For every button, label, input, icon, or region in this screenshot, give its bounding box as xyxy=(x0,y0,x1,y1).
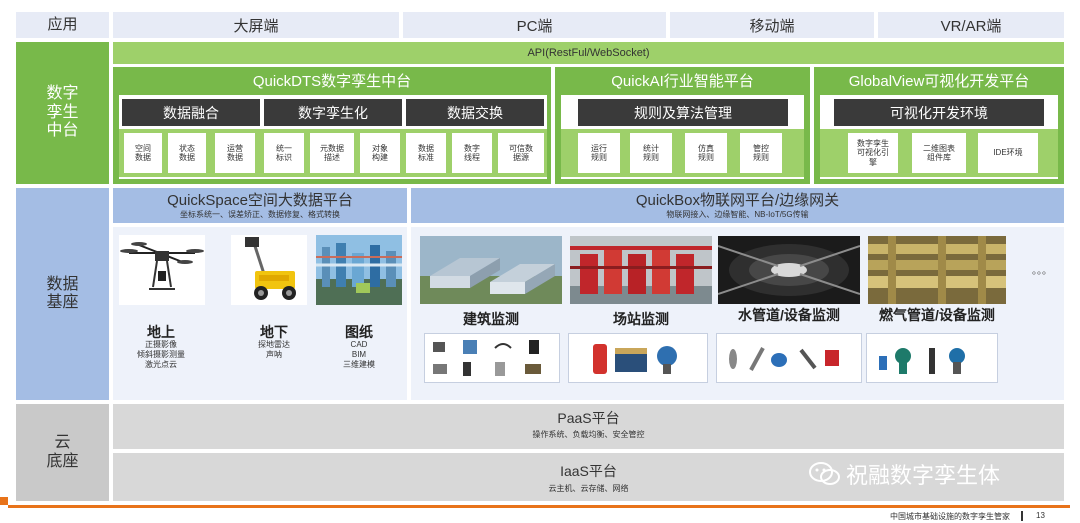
layer-label-cloud-base: 云 底座 xyxy=(16,404,109,501)
item-operation-data: 运营 数据 xyxy=(215,133,255,173)
footer-text: 中国城市基础设施的数字孪生管家 xyxy=(890,512,1010,521)
quickbox-item-building: 建筑监测 xyxy=(463,311,519,327)
footer-line xyxy=(8,505,1070,508)
quickbox-item-station: 场站监测 xyxy=(613,311,669,327)
quickspace-col-above-ground-title: 地上 xyxy=(147,324,175,340)
paas-subtitle: 操作系统、负载均衡、安全管控 xyxy=(532,429,645,439)
app-vr-ar: VR/AR端 xyxy=(878,12,1064,38)
more-ellipsis: 。。。 xyxy=(1032,266,1052,277)
layer-label-cloud-base-text: 云 底座 xyxy=(46,434,79,470)
item-trusted-source: 可信数 据源 xyxy=(498,133,544,173)
quickai-title: QuickAI行业智能平台 xyxy=(611,72,754,90)
gas-pipe-image xyxy=(868,236,1006,304)
quickspace-subtitle: 坐标系统一、误差矫正、数据修复、格式转换 xyxy=(180,209,340,219)
quickbox-title: QuickBox物联网平台/边缘网关 xyxy=(635,191,840,209)
quickspace-col-underground-desc: 探地雷达 声呐 xyxy=(258,340,290,359)
item-stat-rule: 统计 规则 xyxy=(630,133,672,173)
quickbox-subtitle: 物联网接入、边缘智能、NB-IoT/5G传输 xyxy=(666,209,809,219)
app-large-screen: 大屏端 xyxy=(113,12,399,38)
quickspace-title: QuickSpace空间大数据平台 xyxy=(167,191,353,209)
item-metadata-desc: 元数据 描述 xyxy=(310,133,354,173)
watermark-text: 祝融数字孪生体 xyxy=(846,463,1001,488)
quickspace-col-drawings-desc: CAD BIM 三维建模 xyxy=(343,340,375,369)
quickai-bar: 规则及算法管理 xyxy=(578,99,788,126)
water-pipe-image xyxy=(718,236,860,304)
item-digital-thread: 数字 线程 xyxy=(452,133,492,173)
layer-label-app: 应用 xyxy=(16,12,109,38)
paas-title: PaaS平台 xyxy=(557,410,620,426)
layer-label-app-text: 应用 xyxy=(47,16,78,34)
layer-label-twin-platform: 数字 孪生 中台 xyxy=(16,42,109,184)
item-run-rule: 运行 规则 xyxy=(578,133,620,173)
quickspace-col-above-ground-desc: 正摄影像 倾斜摄影测量 激光点云 xyxy=(137,340,185,369)
iaas-block xyxy=(113,453,1064,501)
footer-divider xyxy=(1021,511,1023,521)
paas-block xyxy=(113,404,1064,449)
iaas-subtitle: 云主机、云存储、网络 xyxy=(548,483,629,493)
station-image xyxy=(570,236,712,304)
bim-drawing-image xyxy=(316,235,402,305)
wechat-icon xyxy=(808,461,842,487)
quickbox-header xyxy=(411,188,1064,223)
station-sensors-box xyxy=(568,333,708,383)
item-unified-id: 统一 标识 xyxy=(264,133,304,173)
iaas-title: IaaS平台 xyxy=(560,463,617,479)
item-sim-rule: 仿真 规则 xyxy=(685,133,727,173)
layer-label-data-base: 数据 基座 xyxy=(16,188,109,400)
quickbox-item-water: 水管道/设备监测 xyxy=(738,307,840,323)
quickspace-col-underground-title: 地下 xyxy=(260,324,288,340)
item-spatial-data: 空间 数据 xyxy=(124,133,162,173)
quickdts-group-data-fusion: 数据融合 xyxy=(122,99,260,126)
item-data-standard: 数据 标准 xyxy=(406,133,446,173)
footer-orange-square xyxy=(0,497,8,505)
watermark: 祝融数字孪生体 xyxy=(808,458,1058,490)
ground-radar-image xyxy=(231,235,307,305)
quickdts-group-data-exchange: 数据交换 xyxy=(406,99,544,126)
app-mobile: 移动端 xyxy=(670,12,874,38)
item-status-data: 状态 数据 xyxy=(168,133,206,173)
api-bar: API(RestFul/WebSocket) xyxy=(113,42,1064,64)
globalview-title: GlobalView可视化开发平台 xyxy=(848,72,1030,90)
item-twin-engine: 数字孪生 可视化引 擎 xyxy=(848,133,898,173)
globalview-bar: 可视化开发环境 xyxy=(834,99,1044,126)
water-sensors-box xyxy=(716,333,862,383)
drone-image xyxy=(119,235,205,305)
item-control-rule: 管控 规则 xyxy=(740,133,782,173)
app-pc: PC端 xyxy=(403,12,666,38)
item-object-build: 对象 构建 xyxy=(360,133,400,173)
quickspace-col-drawings-title: 图纸 xyxy=(345,324,373,340)
building-sensors-box xyxy=(424,333,560,383)
quickdts-group-twinning: 数字孪生化 xyxy=(264,99,402,126)
gas-sensors-box xyxy=(866,333,998,383)
building-image xyxy=(420,236,562,304)
layer-label-data-base-text: 数据 基座 xyxy=(46,275,79,311)
quickspace-header xyxy=(113,188,407,223)
page-number: 13 xyxy=(1036,511,1045,520)
quickdts-title: QuickDTS数字孪生中台 xyxy=(252,72,412,90)
item-ide: IDE环境 xyxy=(978,133,1038,173)
layer-label-twin-platform-text: 数字 孪生 中台 xyxy=(46,85,79,140)
item-chart-library: 二维图表 组件库 xyxy=(912,133,966,173)
quickbox-item-gas: 燃气管道/设备监测 xyxy=(879,307,995,323)
